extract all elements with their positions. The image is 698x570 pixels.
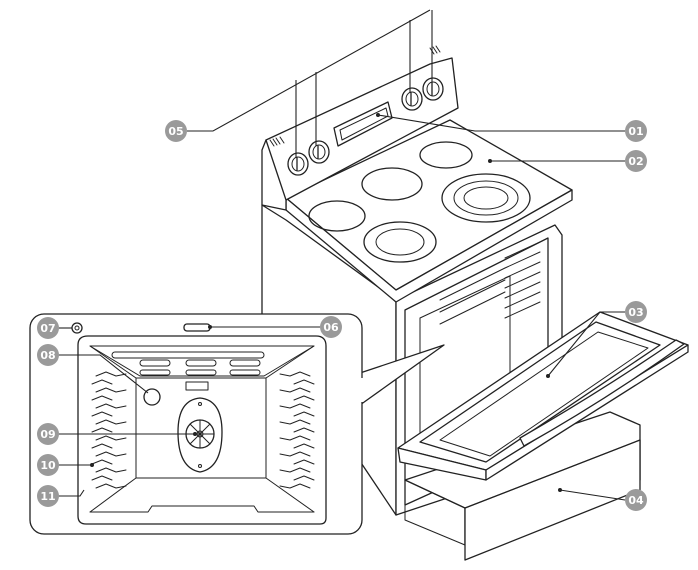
svg-text:04: 04 [628,494,644,507]
callout-08: 08 [37,344,59,366]
svg-text:10: 10 [40,459,56,472]
callout-09: 09 [37,423,59,445]
callout-05: 05 [165,120,187,142]
svg-text:11: 11 [40,490,55,503]
oven-interior-zoom [29,313,445,535]
callout-04: 04 [625,489,647,511]
svg-text:07: 07 [40,322,55,335]
broil-element [111,351,265,391]
svg-text:06: 06 [323,321,339,334]
callout-02: 02 [625,150,647,172]
callout-badges: 05 01 02 03 04 06 07 08 [37,120,647,511]
control-panel [261,45,459,211]
callout-01: 01 [625,120,647,142]
door-latch-icon [183,323,211,332]
convection-fan-icon [177,397,223,473]
svg-text:02: 02 [628,155,643,168]
callout-06: 06 [320,316,342,338]
leader-lines [58,9,626,501]
knob-left-1-icon [287,152,309,176]
callout-07: 07 [37,317,59,339]
gasket-icon [71,322,83,334]
oven-door [397,311,689,481]
svg-text:08: 08 [40,349,55,362]
surface-elements [308,141,531,263]
svg-text:09: 09 [40,428,55,441]
callout-11: 11 [37,485,59,507]
knob-right-1-icon [401,87,423,111]
knob-right-2-icon [422,77,444,101]
svg-text:03: 03 [628,306,643,319]
rack-guides-left [91,371,127,489]
control-display [333,101,393,147]
knob-left-2-icon [308,140,330,164]
rack-guides-right [279,371,315,489]
storage-drawer [404,411,641,561]
callout-10: 10 [37,454,59,476]
svg-text:01: 01 [628,125,643,138]
callout-03: 03 [625,301,647,323]
svg-text:05: 05 [168,125,183,138]
